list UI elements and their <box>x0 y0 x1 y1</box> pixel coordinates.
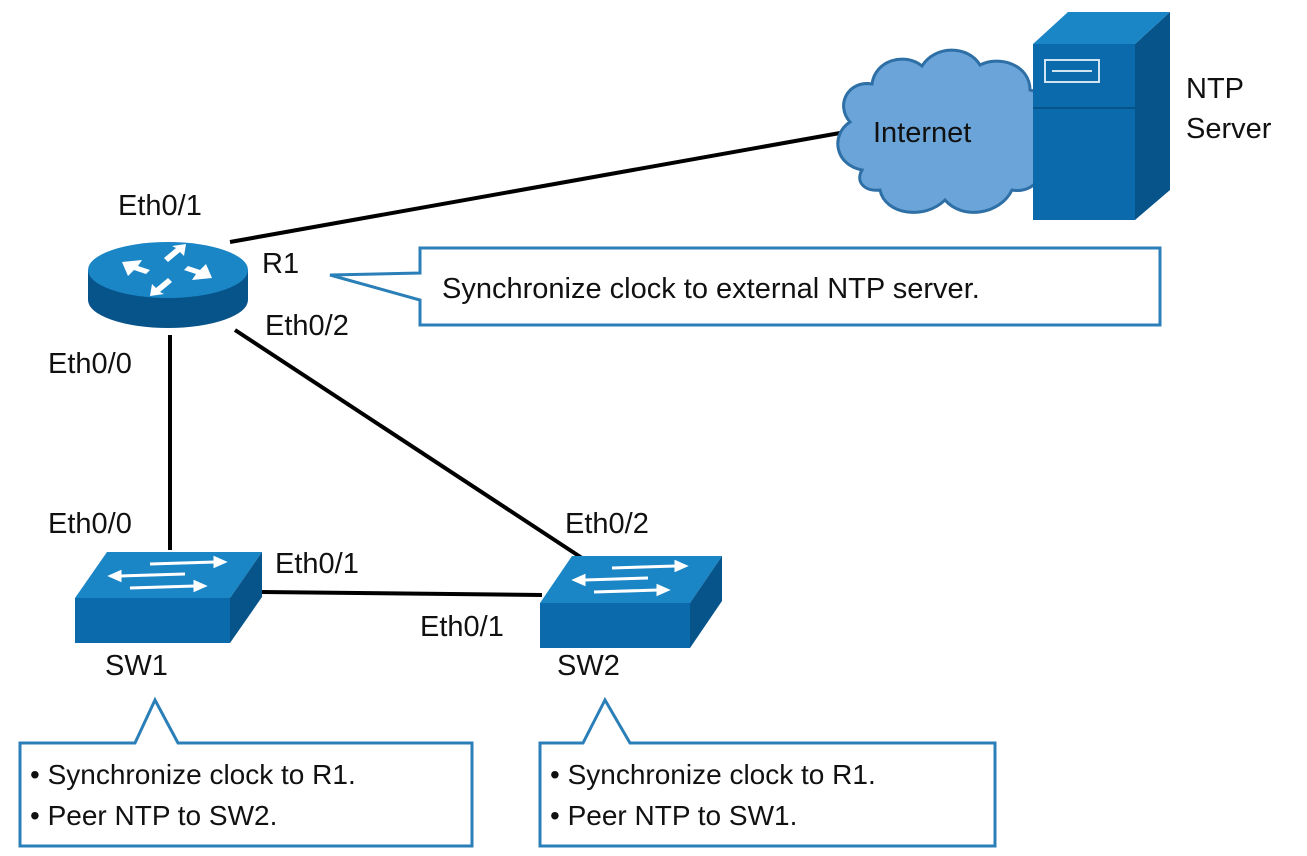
r1-callout-text: Synchronize clock to external NTP server… <box>442 273 980 305</box>
sw2-eth01-label: Eth0/1 <box>420 611 504 643</box>
internet-label: Internet <box>873 117 971 149</box>
switch-icon <box>75 552 262 643</box>
link-sw1-sw2 <box>261 590 543 597</box>
r1-label: R1 <box>262 248 299 280</box>
sw1-label: SW1 <box>105 650 168 682</box>
sw1-eth01-label: Eth0/1 <box>275 548 359 580</box>
server-icon <box>1033 12 1170 220</box>
links <box>168 131 841 597</box>
sw2-eth02-label: Eth0/2 <box>565 508 649 540</box>
router-icon <box>88 242 248 328</box>
sw2-label: SW2 <box>557 650 620 682</box>
r1-eth02-label: Eth0/2 <box>265 310 349 342</box>
r1-eth00-label: Eth0/0 <box>48 348 132 380</box>
sw1-eth00-label: Eth0/0 <box>48 508 132 540</box>
sw1-callout-line1: • Synchronize clock to R1. <box>30 759 356 790</box>
ntp-server-label-line2: Server <box>1186 113 1272 145</box>
r1-eth01-label: Eth0/1 <box>118 190 202 222</box>
sw2-callout-line1: • Synchronize clock to R1. <box>550 759 876 790</box>
sw1-callout <box>18 696 474 848</box>
link-r1-sw2 <box>233 328 587 562</box>
r1-callout <box>329 246 1162 327</box>
sw2-callout-line2: • Peer NTP to SW1. <box>550 800 797 831</box>
sw2-callout <box>538 696 997 848</box>
ntp-server-label-line1: NTP <box>1186 73 1244 105</box>
sw1-callout-line2: • Peer NTP to SW2. <box>30 800 277 831</box>
link-r1-internet <box>229 131 841 244</box>
internet-cloud-icon <box>836 48 1053 214</box>
switch-icon <box>540 556 722 648</box>
